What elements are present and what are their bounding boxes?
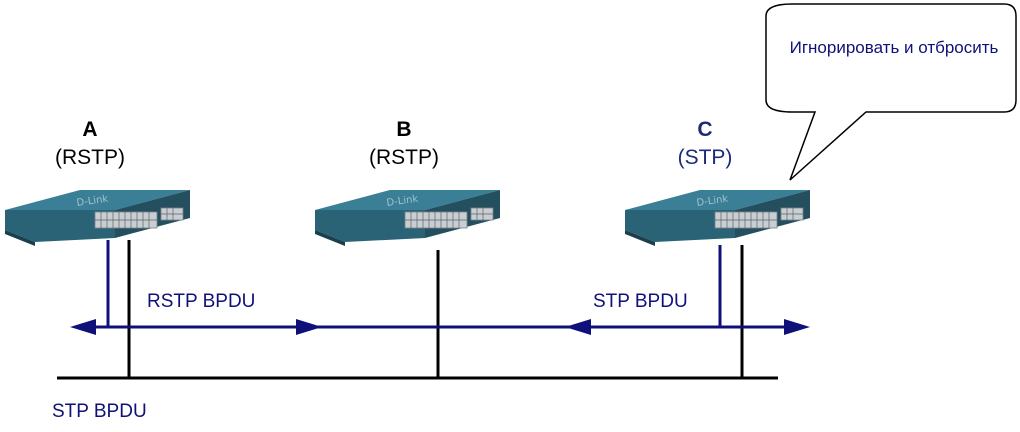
arrow-right-rstp <box>296 319 322 335</box>
arrow-right-c <box>784 319 810 335</box>
node-b-protocol: (RSTP) <box>369 146 439 169</box>
rstp-bpdu-label: RSTP BPDU <box>147 291 256 312</box>
node-a-name: A <box>82 118 98 141</box>
bottom-stp-bpdu-label: STP BPDU <box>52 401 147 422</box>
stp-bpdu-label: STP BPDU <box>593 291 688 312</box>
switch-c-icon: D-Link <box>624 189 811 247</box>
switch-b-brand: D-Link <box>386 194 419 209</box>
switch-c-brand: D-Link <box>696 194 729 209</box>
switch-b-icon: D-Link <box>314 189 501 247</box>
arrow-left-stp <box>565 319 591 335</box>
node-b-name: B <box>396 118 412 141</box>
switch-a-icon: D-Link <box>4 189 191 247</box>
switch-a-brand: D-Link <box>76 194 109 209</box>
node-a-protocol: (RSTP) <box>55 146 125 169</box>
callout-bubble <box>765 3 1017 181</box>
arrow-left-a <box>70 319 96 335</box>
node-c-name: C <box>697 118 713 141</box>
node-c-protocol: (STP) <box>677 146 733 169</box>
callout-text: Игнорировать и отбросить <box>789 38 999 57</box>
